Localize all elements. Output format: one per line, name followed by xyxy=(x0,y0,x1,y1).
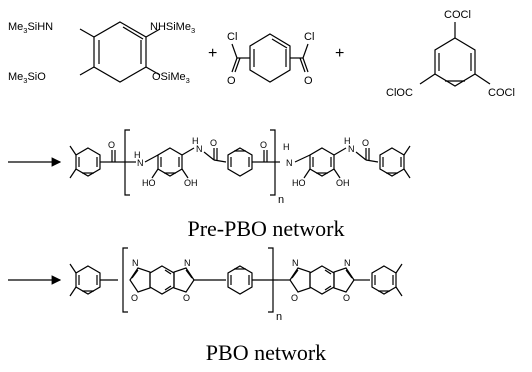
repeat-bracket-close-2 xyxy=(268,247,274,313)
plus-sign-1: + xyxy=(208,45,217,62)
pbo-n-3: N xyxy=(292,258,299,268)
pbo-o-1: O xyxy=(131,293,138,303)
acyl-o-label-2: O xyxy=(304,75,313,87)
cocl-left-label: ClOC xyxy=(386,87,413,99)
pre-pbo-o-3: O xyxy=(260,140,267,150)
pbo-phenylene-ring xyxy=(227,265,253,295)
cocl-right-label: COCl xyxy=(488,87,515,99)
pbo-end-ring-left xyxy=(69,263,101,297)
pre-pbo-repeat-n: n xyxy=(278,194,284,206)
pre-pbo-oh-4: OH xyxy=(336,178,350,188)
pbo-o-2: O xyxy=(183,293,190,303)
pre-pbo-o-4: O xyxy=(362,138,369,148)
pre-pbo-phenylene-ring xyxy=(227,147,253,177)
pre-pbo-end-ring-left xyxy=(69,145,112,179)
pre-pbo-phenol-ring-2 xyxy=(294,147,347,179)
pre-pbo-h-1: H xyxy=(134,150,141,160)
pre-pbo-oh-3: HO xyxy=(292,178,306,188)
pre-pbo-n-2: N xyxy=(196,144,203,154)
reactant-trimesoyl-chloride: COCl ClOC COCl xyxy=(386,9,515,99)
acyl-o-label-1: O xyxy=(227,75,236,87)
pbo-n-2: N xyxy=(184,258,191,268)
pbo-o-3: O xyxy=(291,293,298,303)
pre-pbo-structure: O H N HO OH H N O xyxy=(69,129,411,206)
cocl-top-label: COCl xyxy=(444,9,471,21)
pre-pbo-n-3: N xyxy=(286,158,293,168)
pbo-n-4: N xyxy=(344,258,351,268)
acyl-cl-label-2: Cl xyxy=(304,31,314,43)
reactant-terephthaloyl-chloride: Cl Cl O O xyxy=(227,31,314,87)
silyl-o-left-label: Me3SiO xyxy=(8,71,46,85)
pre-pbo-oh-2: OH xyxy=(184,178,198,188)
pbo-caption: PBO network xyxy=(206,340,326,365)
pbo-end-ring-right xyxy=(371,263,403,297)
repeat-bracket-close-1 xyxy=(270,129,276,196)
pre-pbo-end-ring-right xyxy=(379,145,411,179)
repeat-bracket-open-2 xyxy=(122,247,128,313)
pre-pbo-n-4: N xyxy=(348,144,355,154)
reactant-silylated-diaminophenol: Me3SiHN NHSiMe3 Me3SiO OSiMe3 xyxy=(8,21,195,85)
pre-pbo-n-1: N xyxy=(137,158,144,168)
pre-pbo-h-4: H xyxy=(344,136,351,146)
silyl-nh-right-label: NHSiMe3 xyxy=(150,21,195,35)
pbo-o-4: O xyxy=(343,293,350,303)
pre-pbo-h-2: H xyxy=(192,136,199,146)
pre-pbo-h-3: H xyxy=(283,142,290,152)
pre-pbo-oh-1: HO xyxy=(142,178,156,188)
pbo-structure: N O N O n N O N O xyxy=(69,247,403,323)
pbo-benzobisoxazole-2 xyxy=(289,265,355,295)
pre-pbo-phenol-ring-1 xyxy=(144,147,195,179)
silyl-nh-left-label: Me3SiHN xyxy=(8,21,53,35)
pre-pbo-o-2: O xyxy=(210,138,217,148)
silyl-o-right-label: OSiMe3 xyxy=(152,71,190,85)
pbo-repeat-n: n xyxy=(276,311,282,323)
pbo-benzobisoxazole-1 xyxy=(129,265,195,295)
plus-sign-2: + xyxy=(335,45,344,62)
acyl-cl-label-1: Cl xyxy=(227,31,237,43)
pre-pbo-o-1: O xyxy=(108,140,115,150)
pre-pbo-caption: Pre-PBO network xyxy=(187,216,344,241)
pbo-n-1: N xyxy=(132,258,139,268)
